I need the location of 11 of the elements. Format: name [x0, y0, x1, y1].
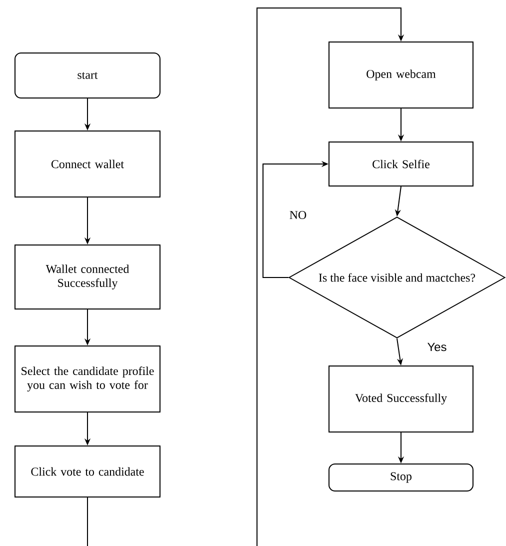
process-box: Wallet connected Successfully [14, 244, 160, 310]
process-box: Voted Successfully [328, 366, 474, 432]
process-box: Select the candidate profile you can wish to vote for [14, 346, 160, 412]
edge-label: Yes [426, 342, 448, 352]
terminal-box: start [14, 52, 160, 98]
process-box: Open webcam [328, 42, 474, 108]
process-box: Connect wallet [14, 130, 160, 198]
process-box: Click Selfie [328, 142, 474, 186]
arrow [256, 8, 404, 546]
process-box: Click vote to candidate [14, 446, 160, 498]
terminal-box: Stop [328, 464, 474, 492]
